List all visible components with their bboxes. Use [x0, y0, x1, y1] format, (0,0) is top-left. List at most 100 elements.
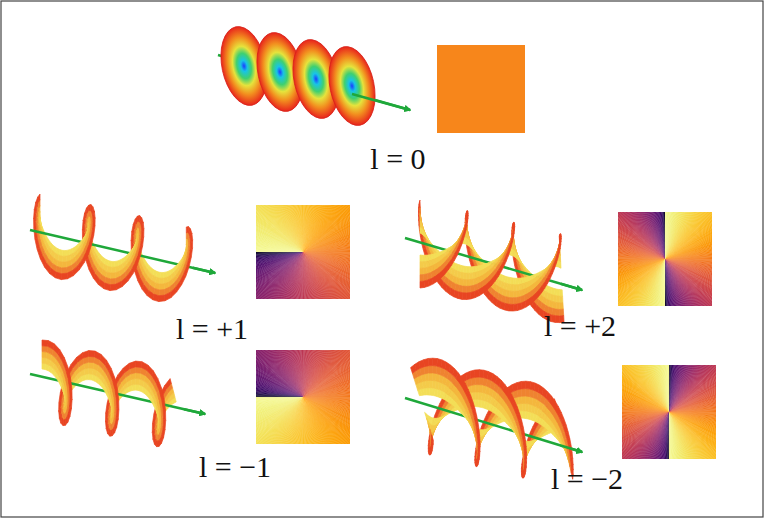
ribbon-facet	[89, 351, 95, 357]
ribbon-facet	[135, 255, 141, 265]
ribbon-facet	[136, 361, 142, 367]
ribbon-facet	[501, 261, 506, 266]
ribbon-facet	[85, 374, 89, 380]
ribbon-facet	[111, 273, 116, 279]
propagation-arrow	[184, 409, 205, 414]
ribbon-facet	[424, 366, 428, 374]
ribbon-facet	[509, 304, 513, 311]
ribbon-facet	[475, 385, 479, 392]
ribbon-facet	[110, 279, 116, 285]
ribbon-facet	[560, 296, 563, 303]
ribbon-facet	[432, 425, 434, 432]
helical-wavefront	[30, 194, 215, 302]
ribbon-facet	[463, 273, 466, 280]
ribbon-facet	[428, 358, 433, 366]
ribbon-facet	[517, 382, 522, 390]
ribbon-facet	[159, 388, 164, 399]
ribbon-facet	[68, 378, 72, 389]
ribbon-facet	[123, 363, 130, 372]
ribbon-facet	[475, 458, 476, 466]
ribbon-facet	[429, 388, 432, 396]
ribbon-facet	[560, 290, 563, 297]
ribbon-facet	[70, 388, 73, 399]
ribbon-facet	[162, 399, 166, 410]
ribbon-facet	[472, 385, 476, 393]
ribbon-facet	[560, 303, 564, 310]
ribbon-facet	[55, 272, 61, 280]
ribbon-facet	[104, 283, 110, 291]
ribbon-facet	[86, 244, 92, 254]
ribbon-facet	[457, 245, 462, 250]
ribbon-facet	[522, 470, 524, 478]
propagation-arrow	[352, 94, 410, 110]
ribbon-facet	[83, 351, 89, 359]
ribbon-facet	[556, 296, 559, 303]
ribbon-facet	[548, 273, 553, 278]
ribbon-facet	[163, 409, 166, 420]
ribbon-facet	[522, 396, 526, 403]
ribbon-facet	[432, 418, 434, 426]
ribbon-facet	[550, 268, 555, 273]
ribbon-facet	[463, 286, 467, 293]
ribbon-facet	[138, 246, 143, 256]
ribbon-facet	[42, 340, 48, 346]
ribbon-facet	[464, 266, 467, 273]
ribbon-facet	[91, 226, 95, 236]
ribbon-facet	[505, 303, 510, 311]
ribbon-facet	[472, 392, 476, 399]
ribbon-facet	[475, 370, 480, 378]
ribbon-facet	[557, 289, 560, 296]
wavefront-disc	[322, 42, 382, 129]
ribbon-facet	[189, 248, 193, 258]
phase-square	[437, 45, 525, 133]
ribbon-facet	[419, 200, 421, 208]
ribbon-facet	[519, 404, 523, 411]
ribbon-facet	[429, 373, 433, 381]
ribbon-facet	[187, 257, 192, 267]
ribbon-facet	[116, 399, 119, 410]
helical-wavefront	[405, 200, 582, 323]
ribbon-facet	[517, 389, 521, 397]
ribbon-facet	[184, 266, 190, 276]
ribbon-facet	[62, 262, 67, 268]
ribbon-facet	[510, 278, 513, 285]
ribbon-facet	[159, 284, 164, 290]
ribbon-facet	[467, 293, 471, 300]
ribbon-facet	[429, 447, 431, 455]
ribbon-facet	[521, 381, 526, 389]
ribbon-facet	[463, 279, 467, 286]
ribbon-facet	[63, 420, 65, 426]
ribbon-facet	[560, 254, 561, 262]
ribbon-facet	[129, 361, 135, 369]
ribbon-facet	[131, 263, 137, 274]
ribbon-facet	[510, 284, 513, 291]
propagation-arrow	[405, 398, 582, 452]
ribbon-facet	[471, 377, 475, 385]
ribbon-facet	[522, 389, 526, 397]
ribbon-facet	[110, 430, 112, 436]
ribbon-facet	[458, 292, 463, 300]
ribbon-facet	[470, 370, 475, 378]
ribbon-facet	[522, 411, 525, 419]
ribbon-facet	[140, 237, 144, 247]
ribbon-facet	[66, 367, 71, 378]
ribbon-facet	[509, 298, 513, 305]
ribbon-facet	[38, 194, 40, 202]
ribbon-facet	[110, 284, 116, 291]
ribbon-facet	[433, 418, 435, 425]
propagation-arrow	[193, 268, 215, 273]
propagation-arrow	[561, 284, 582, 290]
ribbon-facet	[153, 294, 159, 302]
ribbon-facet	[429, 366, 433, 374]
ribbon-facet	[159, 295, 165, 302]
ribbon-facet	[526, 441, 528, 448]
ribbon-facet	[165, 379, 172, 390]
plane-wavefronts	[214, 22, 410, 129]
ribbon-facet	[475, 377, 479, 385]
ribbon-facet	[424, 359, 429, 367]
ribbon-facet	[470, 260, 475, 266]
ribbon-facet	[510, 291, 514, 298]
propagation-arrow	[30, 230, 215, 273]
ribbon-facet	[77, 353, 84, 362]
